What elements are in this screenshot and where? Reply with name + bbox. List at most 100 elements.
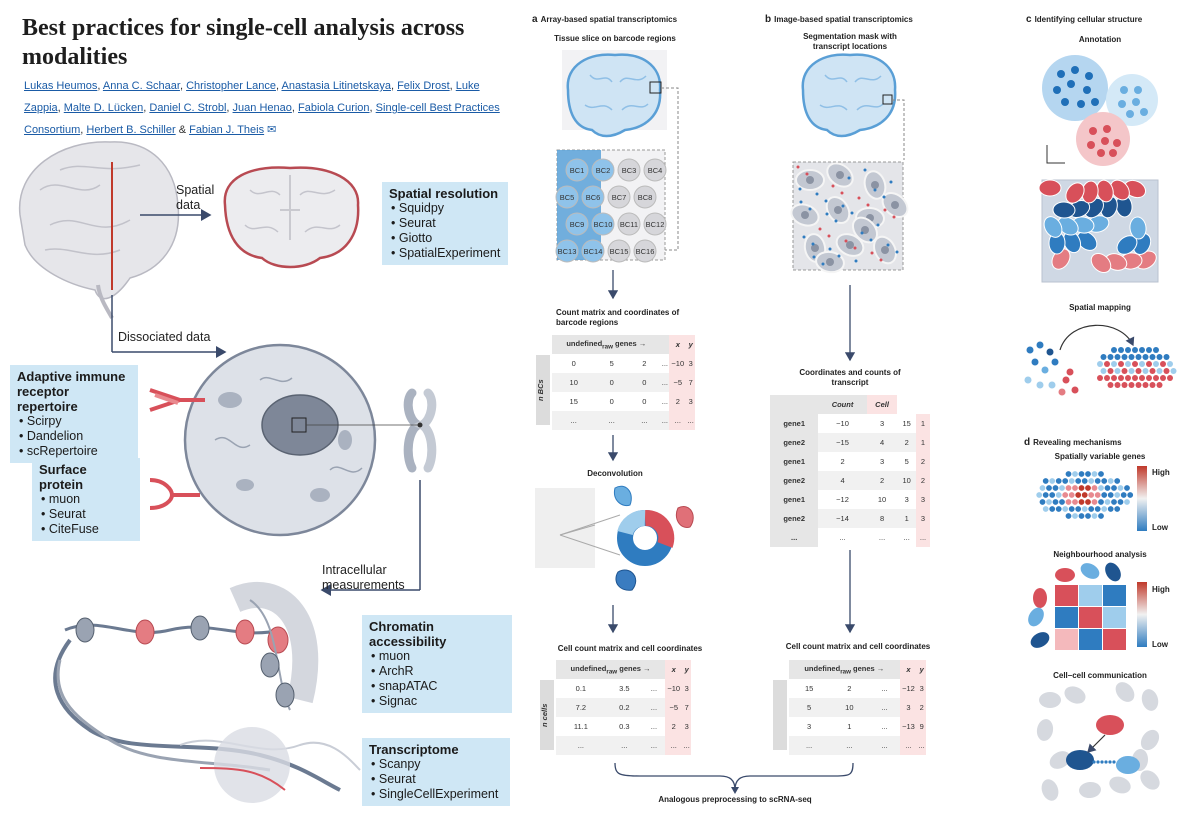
table-cell: 0.1 <box>575 684 587 693</box>
author-link[interactable]: Felix Drost <box>397 80 450 92</box>
cell-cell-communication-label: Cell–cell communication <box>1053 671 1147 680</box>
tool-item: muon <box>41 492 133 507</box>
table-cell: ... <box>869 736 900 755</box>
table-cell: 0 <box>628 373 661 392</box>
panel-title: Array-based spatial transcriptomics <box>540 15 678 24</box>
table-cell: 4 <box>866 433 898 452</box>
table-cell: 7 <box>686 373 695 392</box>
n-label: n <box>536 396 545 401</box>
deconvolution-label: Deconvolution <box>587 469 643 478</box>
low-label-2: Low <box>1152 640 1168 649</box>
table-cell: 3 <box>904 495 909 504</box>
tool-item: ArchR <box>371 664 505 679</box>
author-link[interactable]: Anna C. Schaar <box>102 80 180 92</box>
table-cell: 10 <box>877 495 887 504</box>
segmentation-mask <box>790 161 909 274</box>
table-row: ............... <box>770 528 930 547</box>
neighbourhood-heatmap <box>1055 585 1126 650</box>
barcode-label: BC1 <box>570 166 585 175</box>
table-cell: 0 <box>571 359 576 368</box>
table-cell: 0 <box>642 397 647 406</box>
table-header: y <box>682 660 691 679</box>
merge-brace <box>614 762 854 791</box>
table-cell: 3 <box>899 698 918 717</box>
table-cell: 2 <box>917 698 926 717</box>
table-cell: 2 <box>847 684 852 693</box>
table-cell: 5 <box>609 359 614 368</box>
box-immune-receptor: Adaptive immune receptor repertoire Scir… <box>10 365 138 463</box>
table-cell: 3 <box>879 457 885 466</box>
n-cells-label-b <box>773 680 787 750</box>
email-icon[interactable]: ✉ <box>264 124 277 136</box>
table-cell: ... <box>661 397 669 406</box>
barcode-spot <box>565 158 589 182</box>
box-spatial-resolution: Spatial resolution SquidpySeuratGiottoSp… <box>382 182 508 265</box>
barcode-label: BC5 <box>560 193 575 202</box>
author-link[interactable]: Daniel C. Strobl <box>149 102 227 114</box>
table-cell: ... <box>552 411 596 430</box>
barcode-label: BC15 <box>610 247 629 256</box>
antibody-receptor-icon <box>149 388 205 412</box>
table-header <box>660 335 670 354</box>
author-link[interactable]: Fabian J. Theis <box>189 124 265 136</box>
table-cell: ... <box>628 411 661 430</box>
table-cell: 9 <box>917 717 926 736</box>
barcode-label: BC10 <box>594 220 613 229</box>
n-bcs-label: n BCs <box>536 355 550 425</box>
table-cell: 0.2 <box>605 698 643 717</box>
box-title: Adaptive immune receptor repertoire <box>17 369 126 414</box>
author-link[interactable]: Juan Henao <box>232 102 292 114</box>
table-cell: 0 <box>609 397 614 406</box>
m-raw-genes: undefinedraw genes → <box>566 338 647 351</box>
barcode-spot <box>565 212 589 236</box>
author-link[interactable]: Luke Zappia <box>24 80 480 114</box>
spatial-tissue-map <box>1038 179 1159 283</box>
table-cell: 3 <box>682 679 691 698</box>
table-cell: 3 <box>879 419 885 428</box>
table-cell: ... <box>665 736 683 755</box>
axes-icon <box>1046 145 1065 164</box>
author-link[interactable]: Lukas Heumos <box>24 80 98 92</box>
table-cell: 7.2 <box>556 698 606 717</box>
table-cell: 2 <box>916 452 930 471</box>
table-header: x <box>669 335 687 354</box>
author-link[interactable]: Herbert B. Schiller <box>86 124 176 136</box>
table-cell: ... <box>903 533 910 542</box>
barcode-spot <box>633 239 657 263</box>
author-link[interactable]: Anastasia Litinetskaya <box>281 80 391 92</box>
barcode-spot <box>607 239 631 263</box>
table-cell: 1 <box>916 433 930 452</box>
table-cell: ... <box>661 359 669 368</box>
box-chromatin-accessibility: Chromatin accessibility muonArchRsnapATA… <box>362 615 512 713</box>
author-link[interactable]: Malte D. Lücken <box>63 102 144 114</box>
table-header: x <box>665 660 683 679</box>
table-cell: ... <box>899 736 918 755</box>
table-cell: ... <box>878 533 886 542</box>
annotation-clusters <box>1042 55 1158 166</box>
author-link[interactable]: Christopher Lance <box>186 80 276 92</box>
table-header: Cell <box>866 395 898 414</box>
colorbar-1 <box>1137 466 1147 647</box>
table-cell: −12 <box>899 679 918 698</box>
author-link[interactable]: Fabiola Curion <box>298 102 370 114</box>
low-label-1: Low <box>1152 523 1168 532</box>
tool-item: Squidpy <box>391 201 501 216</box>
m-raw-genes: undefinedraw genes → <box>570 663 651 676</box>
author-link[interactable]: Single-cell Best Practices Consortium <box>24 102 500 136</box>
spatial-mapping-dots <box>1024 341 1177 396</box>
table-cell: 3 <box>916 509 930 528</box>
table-cell: ... <box>881 684 888 693</box>
table-cell: ... <box>605 736 643 755</box>
table-cell: gene2 <box>770 471 819 490</box>
spatially-variable-genes-label: Spatially variable genes <box>1054 452 1146 461</box>
